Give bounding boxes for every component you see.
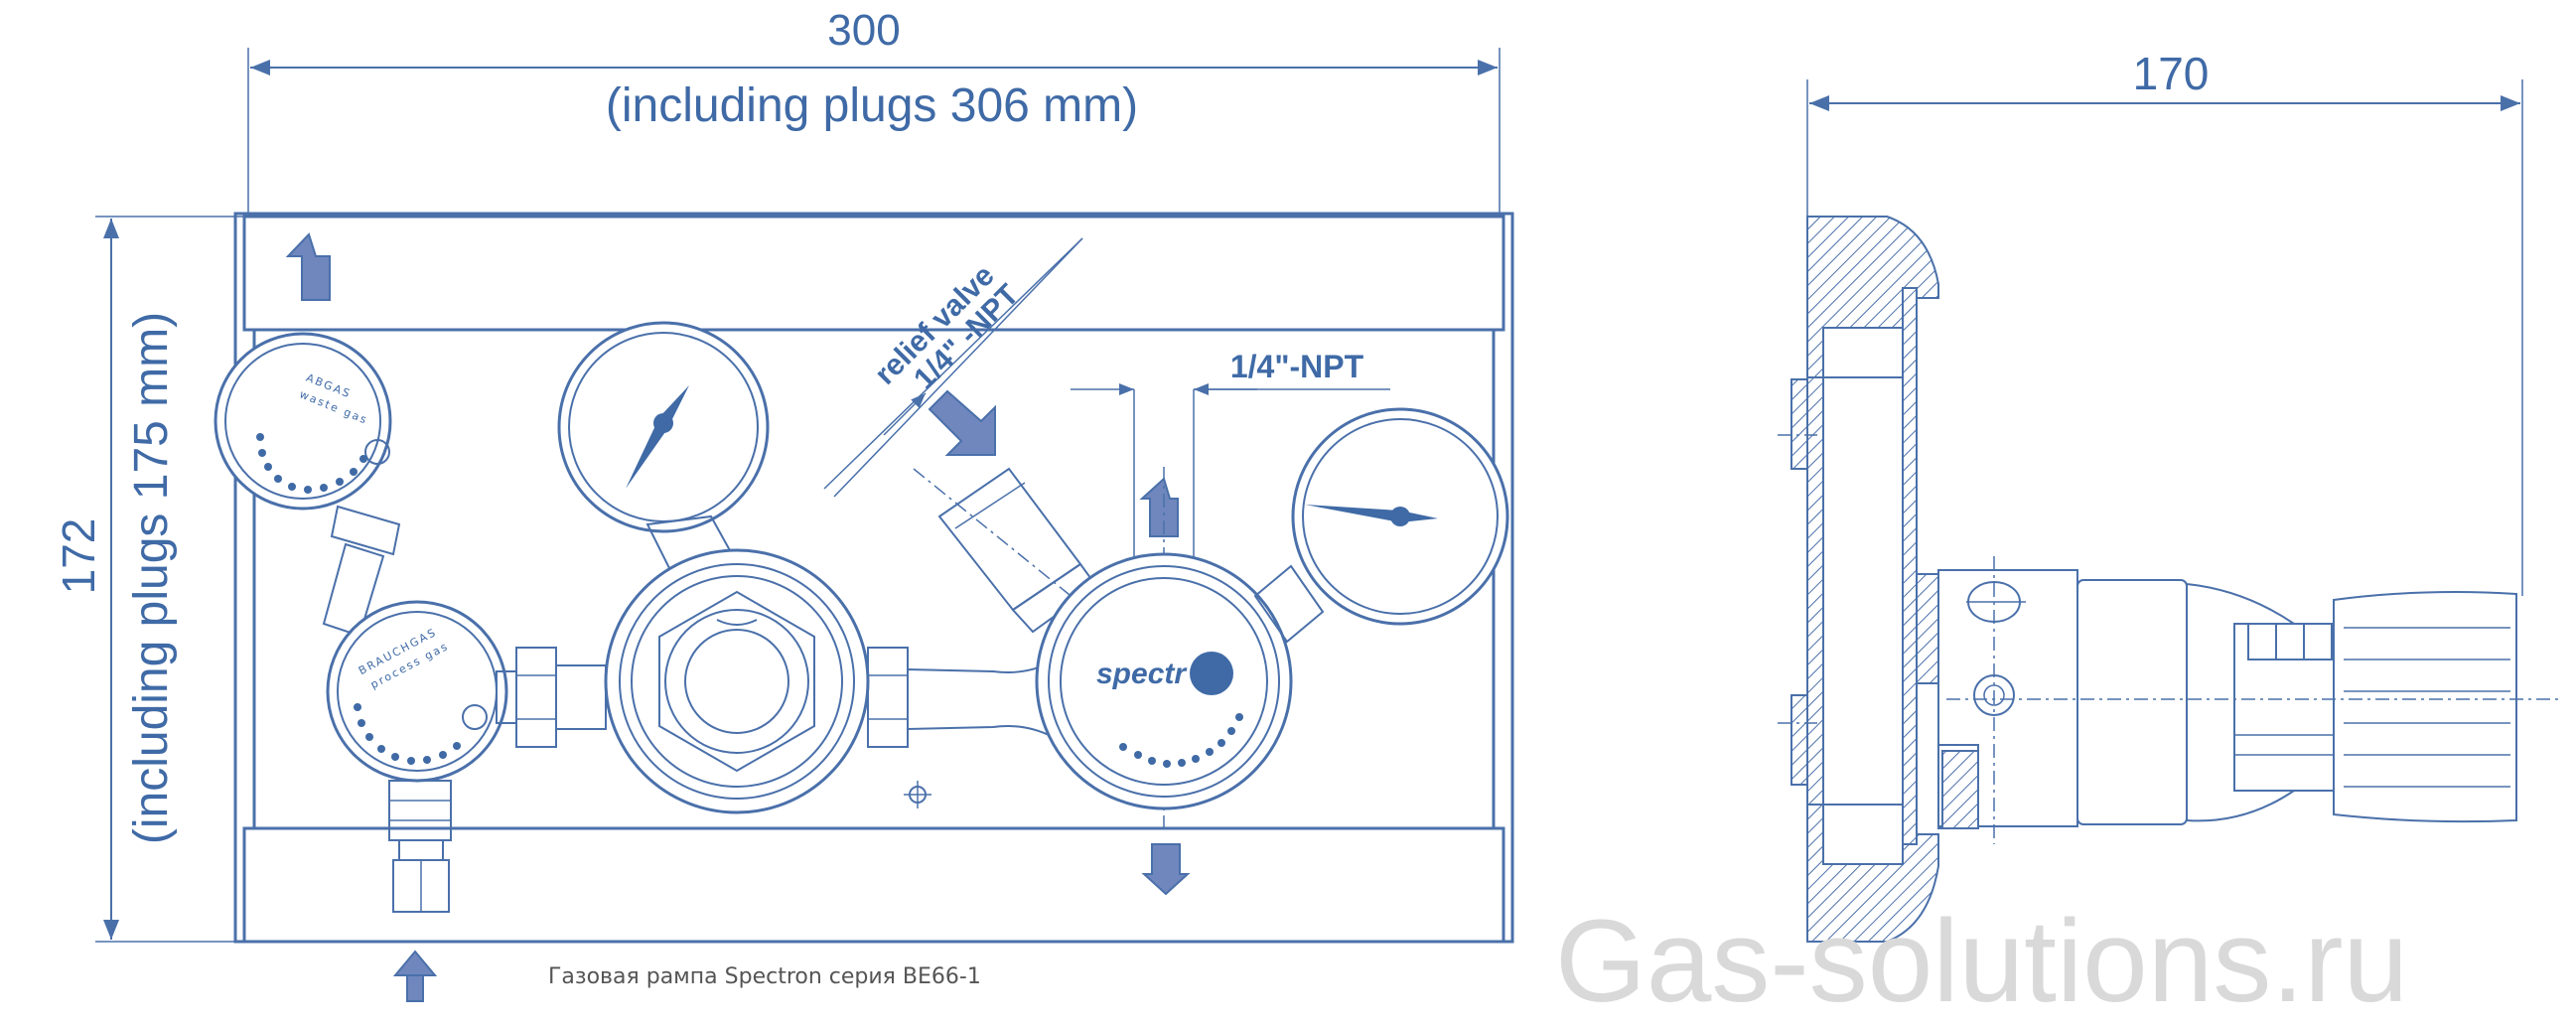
height-dimension: 172 (including plugs 175 mm) <box>53 216 248 943</box>
height-note: (including plugs 175 mm) <box>125 312 178 844</box>
width-value: 300 <box>827 6 900 55</box>
outlet-thread-dimension: 1/4"-NPT <box>1071 349 1390 834</box>
side-view: 170 <box>1778 48 2562 943</box>
front-view: 300 (including plugs 306 mm) 172 (includ… <box>53 6 1514 1002</box>
gauge-scale-dots <box>354 703 461 765</box>
main-regulator <box>604 548 870 814</box>
mounting-mark-icon <box>904 781 931 808</box>
down-arrow-icon <box>1141 843 1191 896</box>
center-connector <box>867 647 1050 748</box>
waste-gas-gauge: ABGAS waste gas <box>214 332 401 638</box>
left-connector <box>496 647 607 748</box>
diagonal-arrow-icon <box>928 389 996 456</box>
up-arrow-icon <box>1139 477 1179 537</box>
depth-value: 170 <box>2133 48 2210 99</box>
depth-dimension: 170 <box>1806 48 2523 596</box>
brand-logo-icon <box>1190 652 1233 695</box>
panel-section <box>1778 216 1939 943</box>
up-arrow-icon <box>285 232 331 301</box>
width-dimension: 300 (including plugs 306 mm) <box>247 6 1501 217</box>
inlet-pressure-gauge <box>557 321 770 574</box>
up-arrow-icon <box>392 950 438 1002</box>
outlet-pressure-gauge <box>1291 407 1509 626</box>
height-value: 172 <box>53 518 104 595</box>
spectron-regulator: spectr <box>1035 552 1325 810</box>
gauge-scale-dots <box>256 433 367 494</box>
outlet-thread-label: 1/4"-NPT <box>1230 349 1364 384</box>
width-note: (including plugs 306 mm) <box>606 79 1138 132</box>
regulator-side-body <box>1937 556 2562 844</box>
gauge-scale-dots <box>1119 713 1243 768</box>
brand-logo: spectr <box>1096 658 1188 690</box>
gauge-needle <box>626 385 689 489</box>
drawing-caption: Газовая рампа Spectron серия BE66-1 <box>548 964 981 989</box>
watermark: Gas-solutions.ru <box>1555 896 2408 1027</box>
process-gas-gauge: BRAUCHGAS process gas <box>326 600 508 913</box>
